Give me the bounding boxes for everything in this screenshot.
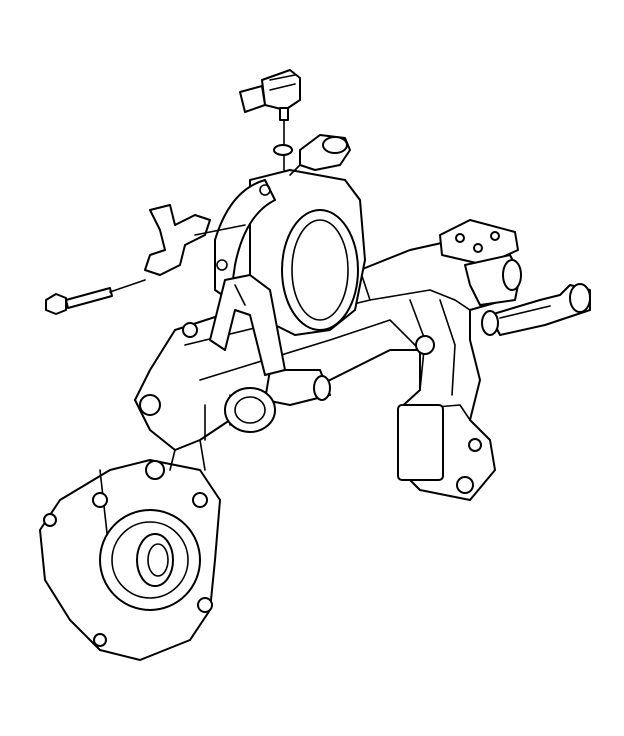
housing <box>214 134 366 336</box>
sensor <box>239 69 301 171</box>
manifold-body <box>134 239 516 501</box>
water-pump <box>39 439 221 661</box>
support-strut <box>182 274 286 376</box>
bracket <box>144 204 246 276</box>
outlet-flange <box>439 219 522 306</box>
front-port <box>224 369 331 433</box>
outlet-pipe <box>481 283 591 336</box>
o-ring <box>273 144 293 156</box>
bolt <box>45 279 146 315</box>
